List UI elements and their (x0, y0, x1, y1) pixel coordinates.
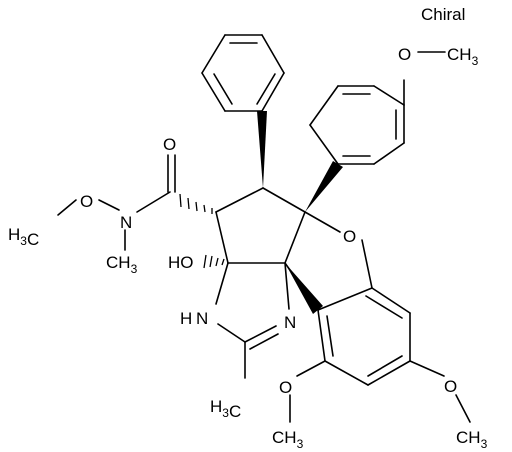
imidazoline-ring (215, 262, 290, 379)
phenyl-wedge-bond (257, 111, 267, 188)
atom-ch3-left: CH3 (272, 428, 304, 451)
atom-n-imine: N (284, 313, 296, 332)
atom-ch3-nmethyl: CH3 (106, 253, 138, 276)
methoxyphenyl-ring (309, 51, 446, 165)
phenyl-ring (201, 34, 285, 112)
atom-o-carbonyl: O (163, 135, 176, 154)
benzofuran-ring (284, 211, 471, 423)
atom-o-left: O (279, 378, 292, 397)
aryl-wedge-bond (305, 161, 343, 212)
atom-ch3-right: CH3 (456, 428, 488, 451)
atom-h-nh: H (180, 309, 192, 328)
atom-h3c-nmethoxy: H3C (8, 225, 39, 249)
hydroxyl-bond (203, 254, 225, 269)
atom-n-nh: N (196, 309, 208, 328)
atom-h3c-methyl: H3C (210, 397, 241, 421)
atom-ho: HO (168, 253, 194, 272)
spiro-wedge-bond (285, 263, 323, 314)
weinreb-amide (57, 154, 213, 251)
atom-o-right: O (444, 377, 457, 396)
atom-ch3-top: CH3 (447, 45, 479, 68)
atom-o-nmethoxy: O (80, 192, 93, 211)
atom-n-amide: N (120, 213, 132, 232)
atom-o-furan: O (343, 227, 356, 246)
cyclopentane-ring (215, 187, 306, 264)
chiral-label: Chiral (421, 5, 465, 24)
atom-o-top: O (398, 45, 411, 64)
